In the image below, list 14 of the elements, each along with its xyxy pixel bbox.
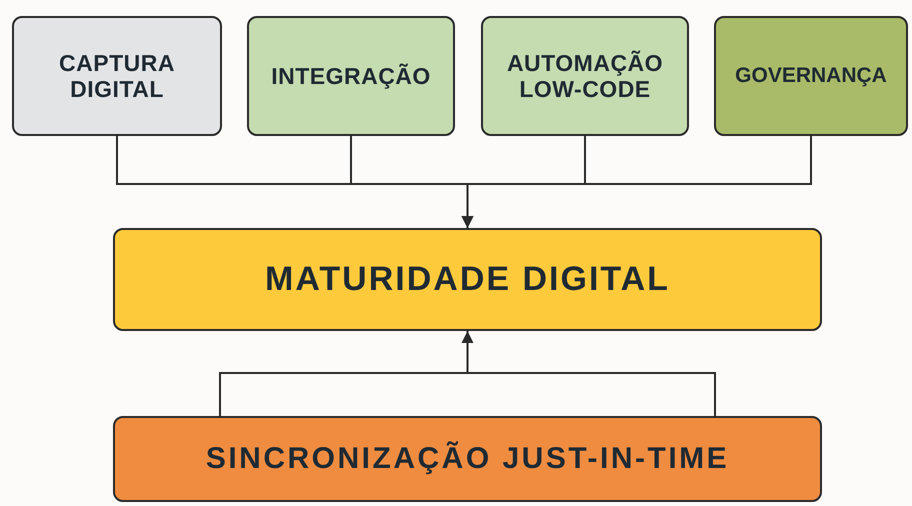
process-box bbox=[481, 16, 689, 136]
box-label: MATURIDADE DIGITAL bbox=[265, 260, 670, 300]
box-label: INTEGRAÇÃO bbox=[271, 62, 431, 90]
process-box bbox=[113, 416, 822, 502]
connector-arrow bbox=[462, 136, 812, 228]
box-label: AUTOMAÇÃO LOW-CODE bbox=[506, 50, 664, 102]
box-label: GOVERNANÇA bbox=[735, 64, 887, 88]
process-box bbox=[247, 16, 455, 136]
process-box bbox=[113, 228, 822, 331]
process-box bbox=[714, 16, 908, 136]
box-label: CAPTURA DIGITAL bbox=[58, 50, 176, 102]
process-box bbox=[12, 16, 222, 136]
box-label: SINCRONIZAÇÃO JUST-IN-TIME bbox=[206, 442, 730, 476]
connector-arrow bbox=[219, 331, 716, 417]
